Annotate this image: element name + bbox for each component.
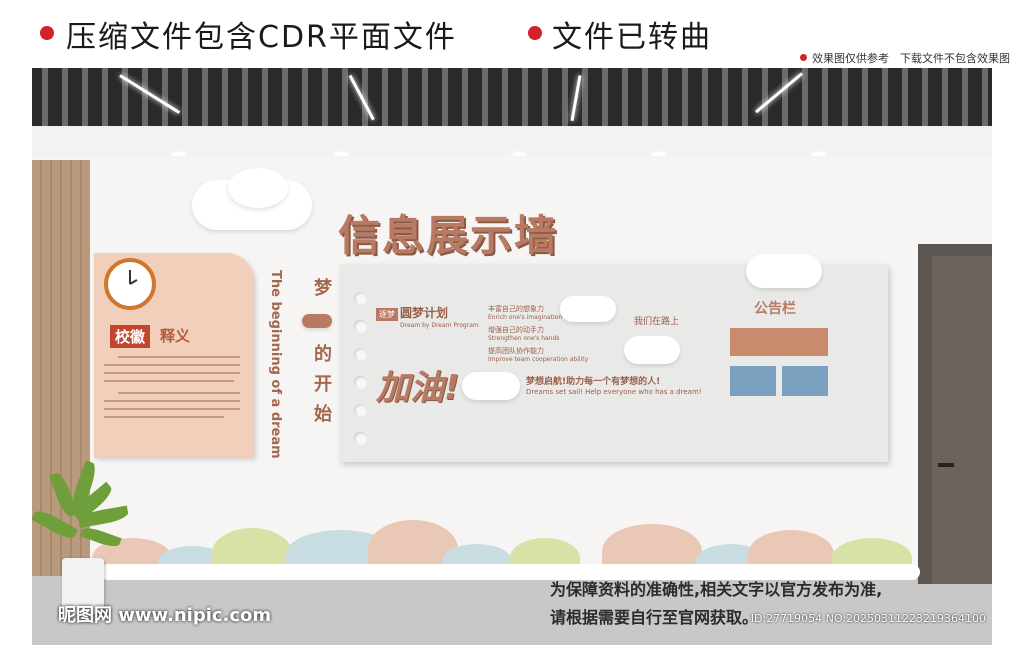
text-line (104, 372, 240, 374)
disclaimer-line-1: 为保障资料的准确性,相关文字以官方发布为准, (550, 580, 883, 599)
ceiling-slats (32, 68, 992, 126)
headline-cdr: 压缩文件包含CDR平面文件 (66, 20, 457, 55)
board-hole (354, 404, 367, 417)
red-dot-icon (800, 54, 807, 61)
vertical-cn-char: 的 (311, 344, 332, 362)
text-line (118, 356, 240, 358)
vertical-english-slogan: The beginning of a dream (268, 270, 283, 459)
notice-board-title: 公告栏 (754, 301, 796, 317)
notice-panel-blue (782, 366, 828, 396)
plant-pot (62, 558, 104, 614)
board-hole (354, 376, 367, 389)
headline-outlined: 文件已转曲 (552, 20, 712, 55)
info-board (340, 264, 888, 462)
reference-note: 效果图仅供参考 下载文件不包含效果图 (800, 50, 1010, 66)
dream-tag: 逐梦 (376, 308, 398, 321)
vertical-cn-char: 梦 (311, 278, 332, 296)
slogan-en: Dreams set sail! Help everyone who has a… (526, 388, 702, 396)
notice-panel-blue (730, 366, 776, 396)
door-handle-icon (938, 463, 954, 467)
notice-panel-orange (730, 328, 828, 356)
top-banner: 压缩文件包含CDR平面文件 文件已转曲 效果图仅供参考 下载文件不包含效果图 (0, 0, 1024, 68)
wall-title: 信息展示墙 (338, 211, 559, 260)
vertical-cn-char: 开 (311, 374, 332, 392)
cloud-decoration (560, 296, 616, 322)
site-logo: 昵图网 www.nipic.com (58, 605, 272, 626)
downlight (334, 152, 348, 157)
image-id: ID:27719054 NO:20250311223219364100 (750, 612, 986, 625)
downlight (812, 152, 826, 157)
text-line (104, 400, 240, 402)
downlight (172, 152, 186, 157)
cloud-decoration (228, 168, 288, 208)
downlight (652, 152, 666, 157)
slogan-cn: 梦想启航!助力每一个有梦想的人! (526, 377, 661, 387)
text-line (104, 416, 224, 418)
downlight (512, 152, 526, 157)
red-bullet-icon (528, 26, 542, 40)
cheer-text: 加油! (376, 368, 460, 408)
text-line (118, 392, 240, 394)
goal-line: Improve team cooperation ability (488, 356, 589, 363)
board-hole (354, 432, 367, 445)
dream-plan-english: Dream by Dream Program (400, 322, 479, 329)
text-line (104, 364, 240, 366)
floor (32, 576, 992, 645)
school-badge-label: 校徽 (110, 325, 151, 348)
small-cloud-icon (302, 314, 332, 328)
board-hole (354, 292, 367, 305)
goal-line: Enrich one's imagination (488, 314, 563, 321)
clock-icon (104, 258, 156, 310)
board-hole (354, 320, 367, 333)
text-line (104, 408, 240, 410)
cloud-decoration (746, 254, 822, 288)
goal-line: 丰富自己的想象力 (488, 305, 544, 313)
rendered-scene: 信息展示墙 校徽 释义 The beginning of a dream 梦 的… (32, 68, 992, 645)
cloud-decoration (624, 336, 680, 364)
cloud-row-decoration (100, 564, 920, 580)
door (932, 256, 992, 584)
reference-note-text: 效果图仅供参考 下载文件不包含效果图 (812, 52, 1010, 65)
cloud-decoration (462, 372, 520, 400)
board-hole (354, 348, 367, 361)
goal-line: Strengthen one's hands (488, 335, 560, 342)
red-bullet-icon (40, 26, 54, 40)
disclaimer-line-2: 请根据需要自行至官网获取。 (550, 608, 759, 627)
vertical-cn-char: 始 (311, 404, 332, 422)
school-explain-label: 释义 (160, 327, 191, 345)
dream-plan-title: 圆梦计划 (400, 306, 449, 320)
on-the-road-text: 我们在路上 (634, 317, 680, 327)
goal-line: 提高团队协作能力 (488, 347, 544, 355)
text-line (104, 380, 234, 382)
goal-line: 增强自己的动手力 (488, 326, 544, 334)
